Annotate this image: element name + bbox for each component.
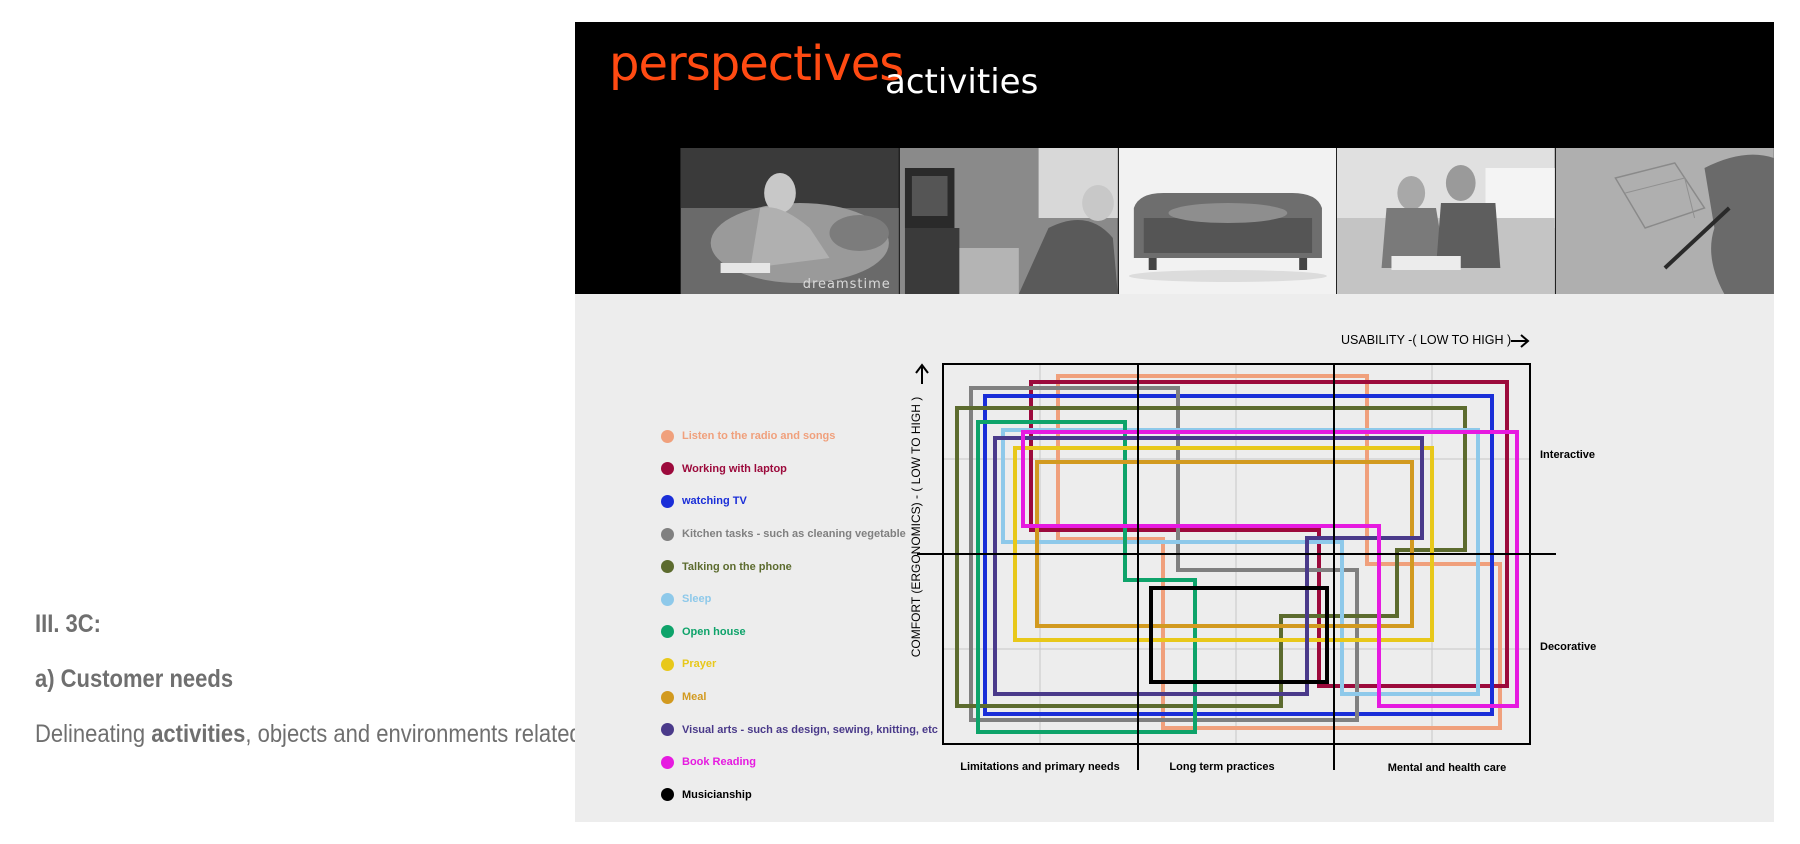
legend-label: Visual arts - such as design, sewing, kn… — [682, 723, 938, 736]
slide-header: perspectives activities dreamstime — [575, 22, 1774, 294]
legend-dot-icon — [661, 755, 674, 769]
legend-label: Musicianship — [682, 788, 752, 801]
activity-region-outline — [1035, 460, 1414, 628]
legend-item: Visual arts - such as design, sewing, kn… — [661, 713, 938, 746]
legend-dot-icon — [661, 592, 674, 606]
legend-label: Kitchen tasks - such as cleaning vegetab… — [682, 528, 906, 541]
left-text-block: III. 3C: a) Customer needs Delineating a… — [35, 610, 729, 749]
column-label-limitations: Limitations and primary needs — [960, 761, 1120, 773]
legend-label: Book Reading — [682, 756, 756, 769]
header-subtitle: activities — [885, 62, 1039, 102]
legend-dot-icon — [661, 690, 674, 704]
legend-label: Working with laptop — [682, 462, 787, 475]
legend-dot-icon — [661, 527, 674, 541]
photo-hand-sketching — [1555, 148, 1774, 294]
photo-couple-eating — [1336, 148, 1556, 294]
photo-boy-watching-tv — [898, 148, 1118, 294]
section-description: Delineating activities, objects and envi… — [35, 720, 729, 748]
usability-arrow — [1511, 334, 1530, 348]
legend-item: Talking on the phone — [661, 550, 938, 583]
activity-region-outline — [1013, 446, 1434, 642]
legend-item: Musicianship — [661, 779, 938, 812]
photo-person-on-sofa — [1117, 148, 1337, 294]
activity-matrix-diagram: COMFORT (ERGONOMICS) - ( LOW TO HIGH ) U… — [909, 333, 1596, 774]
legend-label: Meal — [682, 691, 707, 704]
activity-region-outline — [955, 406, 1467, 708]
column-label-long-term: Long term practices — [1169, 761, 1274, 773]
legend-dot-icon — [661, 429, 674, 443]
legend-dot-icon — [661, 462, 674, 476]
legend-label: watching TV — [682, 495, 747, 508]
legend-item: Book Reading — [661, 746, 938, 779]
legend-item: Meal — [661, 681, 938, 714]
activity-region-outline — [993, 436, 1424, 696]
column-label-mental-health: Mental and health care — [1388, 762, 1507, 774]
photo-strip: dreamstime — [680, 148, 1774, 294]
row-label-interactive: Interactive — [1540, 449, 1595, 461]
photo-watermark: dreamstime — [802, 277, 891, 292]
legend-label: Talking on the phone — [682, 560, 792, 573]
row-label-decorative: Decorative — [1540, 641, 1596, 653]
photo-woman-reading: dreamstime — [680, 148, 899, 294]
legend-item: Sleep — [661, 583, 938, 616]
legend-label: Sleep — [682, 593, 712, 606]
brand-title: perspectives — [609, 36, 904, 92]
legend-dot-icon — [661, 723, 674, 737]
activity-region-outline — [1149, 586, 1329, 684]
legend-item: Listen to the radio and songs — [661, 420, 938, 453]
activity-region-outline — [969, 386, 1359, 722]
activity-region-outline — [1029, 380, 1509, 688]
legend-item: Kitchen tasks - such as cleaning vegetab… — [661, 518, 938, 551]
legend-dot-icon — [661, 560, 674, 574]
section-title: a) Customer needs — [35, 665, 234, 693]
slide: perspectives activities dreamstime — [575, 22, 1774, 822]
legend-dot-icon — [661, 788, 674, 802]
legend-dot-icon — [661, 494, 674, 508]
comfort-axis-label: COMFORT (ERGONOMICS) - ( LOW TO HIGH ) — [909, 397, 923, 657]
legend-item: watching TV — [661, 485, 938, 518]
legend-label: Listen to the radio and songs — [682, 430, 836, 443]
legend-item: Working with laptop — [661, 453, 938, 486]
legend-dot-icon — [661, 625, 674, 639]
legend-item: Prayer — [661, 648, 938, 681]
usability-axis-label: USABILITY -( LOW TO HIGH ) — [1341, 333, 1511, 347]
activity-region-outline — [983, 394, 1494, 716]
section-number: III. 3C: — [35, 610, 102, 638]
legend-item: Open house — [661, 616, 938, 649]
activity-region-outline — [976, 420, 1197, 734]
activity-region-outline — [1021, 430, 1519, 708]
legend-label: Open house — [682, 625, 746, 638]
comfort-arrow — [915, 363, 929, 384]
legend-label: Prayer — [682, 658, 717, 671]
legend-dot-icon — [661, 657, 674, 671]
